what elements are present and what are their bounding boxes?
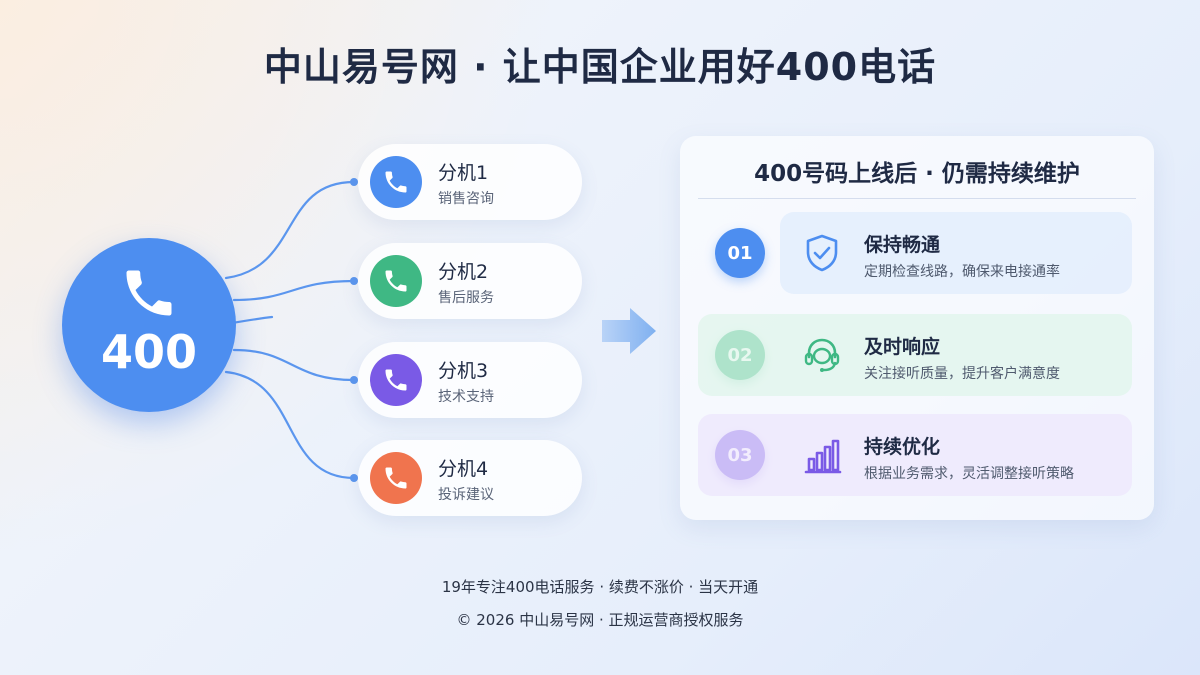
extension-title: 分机3 bbox=[438, 360, 489, 382]
step-card-3: 持续优化 根据业务需求，灵活调整接听策略 bbox=[698, 414, 1132, 496]
hub-number: 400 bbox=[100, 325, 198, 379]
connector-dot-4 bbox=[350, 474, 358, 482]
phone-icon bbox=[385, 467, 407, 489]
step-title: 及时响应 bbox=[864, 336, 941, 358]
extension-icon-badge bbox=[370, 452, 422, 504]
connector-dot-3 bbox=[350, 376, 358, 384]
footer-copyright: © 2026 中山易号网 · 正规运营商授权服务 bbox=[456, 611, 744, 629]
connector-dot-2 bbox=[350, 277, 358, 285]
connector-line-5 bbox=[224, 370, 356, 480]
extension-title: 分机1 bbox=[438, 162, 489, 184]
connector-line-2 bbox=[232, 279, 356, 302]
step-card-1: 保持畅通 定期检查线路，确保来电接通率 bbox=[780, 212, 1132, 294]
shield-check-icon bbox=[806, 234, 838, 272]
extension-subtitle: 售后服务 bbox=[438, 290, 494, 306]
extension-card-2[interactable]: 分机2 售后服务 bbox=[358, 243, 582, 319]
headset-icon bbox=[804, 338, 840, 372]
extension-subtitle: 投诉建议 bbox=[438, 487, 494, 503]
step-description: 定期检查线路，确保来电接通率 bbox=[864, 264, 1060, 280]
extension-icon-badge bbox=[370, 354, 422, 406]
extension-icon-badge bbox=[370, 156, 422, 208]
extension-title: 分机4 bbox=[438, 458, 489, 480]
bar-chart-icon bbox=[804, 439, 842, 474]
step-title: 持续优化 bbox=[864, 436, 941, 458]
extension-card-4[interactable]: 分机4 投诉建议 bbox=[358, 440, 582, 516]
step-description: 根据业务需求，灵活调整接听策略 bbox=[864, 466, 1074, 482]
connector-line-4 bbox=[232, 348, 356, 382]
extension-subtitle: 销售咨询 bbox=[438, 191, 494, 207]
extension-card-1[interactable]: 分机1 销售咨询 bbox=[358, 144, 582, 220]
connector-line-1 bbox=[224, 180, 356, 280]
page-title: 中山易号网 · 让中国企业用好400电话 bbox=[263, 45, 937, 89]
connector-line-3 bbox=[230, 315, 274, 325]
step-title: 保持畅通 bbox=[864, 234, 941, 256]
phone-icon bbox=[385, 171, 407, 193]
panel-divider bbox=[698, 198, 1136, 199]
phone-icon bbox=[385, 270, 407, 292]
extension-subtitle: 技术支持 bbox=[438, 389, 494, 405]
step-number-badge-1: 01 bbox=[715, 228, 765, 278]
step-card-2: 及时响应 关注接听质量，提升客户满意度 bbox=[698, 314, 1132, 396]
connector-dot-1 bbox=[350, 178, 358, 186]
extension-icon-badge bbox=[370, 255, 422, 307]
phone-icon bbox=[385, 369, 407, 391]
extension-card-3[interactable]: 分机3 技术支持 bbox=[358, 342, 582, 418]
arrow-right-icon bbox=[602, 308, 656, 354]
step-description: 关注接听质量，提升客户满意度 bbox=[864, 366, 1060, 382]
footer-tagline: 19年专注400电话服务 · 续费不涨价 · 当天开通 bbox=[441, 578, 759, 596]
extension-title: 分机2 bbox=[438, 261, 489, 283]
maintenance-panel: 400号码上线后 · 仍需持续维护 01 保持畅通 定期检查线路，确保来电接通率… bbox=[680, 136, 1154, 520]
hub-400-circle: 400 bbox=[62, 238, 236, 412]
phone-icon bbox=[126, 270, 172, 316]
panel-title: 400号码上线后 · 仍需持续维护 bbox=[754, 161, 1080, 187]
